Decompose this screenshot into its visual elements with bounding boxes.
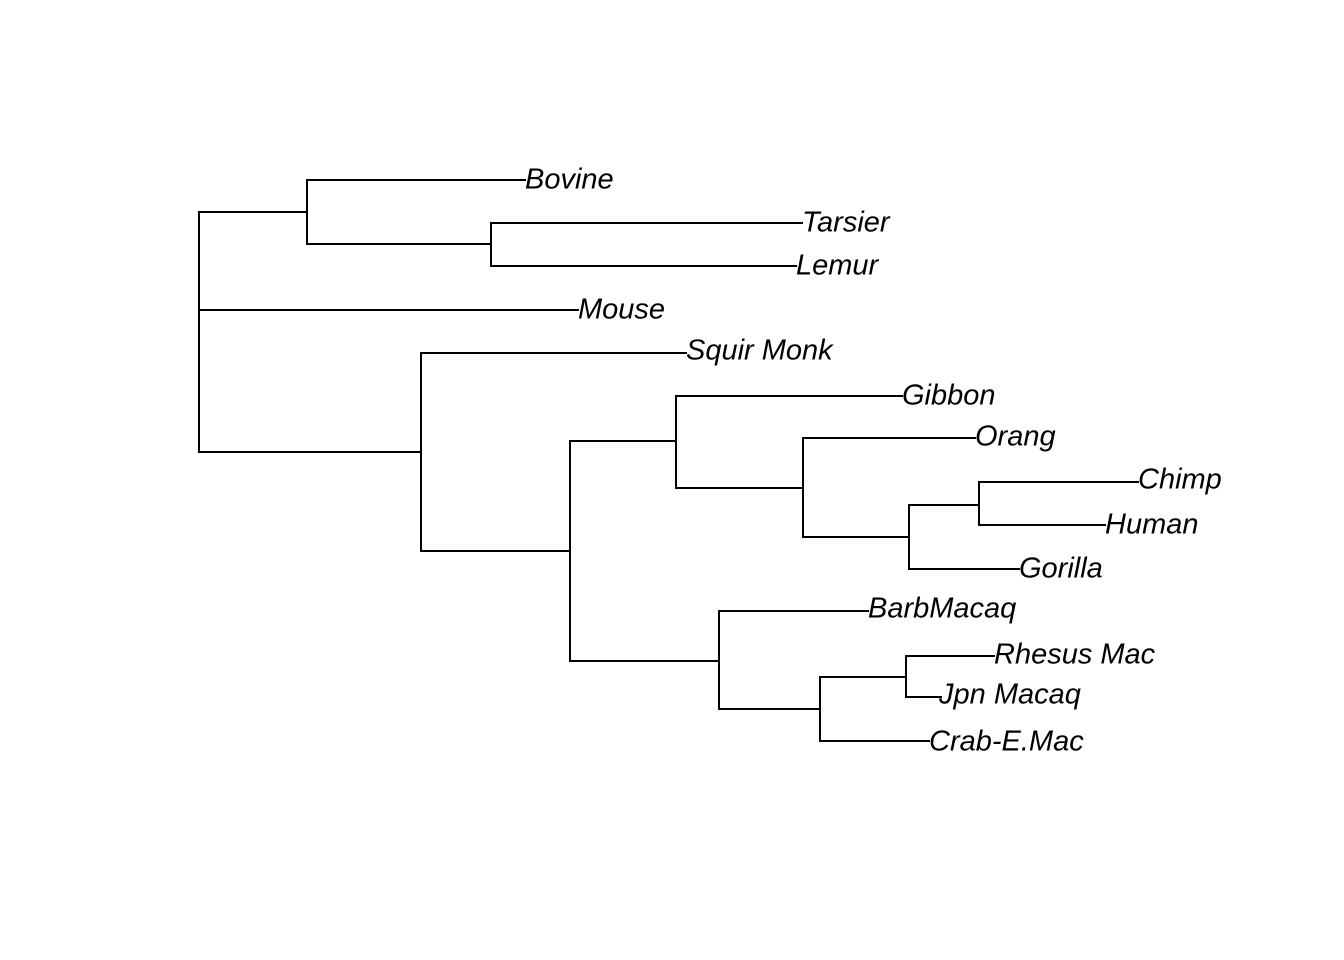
taxon-label-mouse: Mouse <box>578 294 665 326</box>
taxon-label-crab-e-mac: Crab-E.Mac <box>929 726 1084 758</box>
taxon-label-jpn-macaq: Jpn Macaq <box>938 679 1081 711</box>
taxon-label-human: Human <box>1105 509 1199 541</box>
taxon-label-barb-macaq: BarbMacaq <box>868 593 1016 625</box>
taxon-label-bovine: Bovine <box>525 164 614 196</box>
taxon-label-squir-monk: Squir Monk <box>686 335 834 367</box>
taxon-label-gorilla: Gorilla <box>1019 553 1103 585</box>
taxon-labels: Bovine Tarsier Lemur Mouse Squir Monk Gi… <box>525 164 1222 758</box>
taxon-label-lemur: Lemur <box>796 250 880 282</box>
tree-branches <box>198 179 1139 742</box>
taxon-label-orang: Orang <box>975 421 1056 453</box>
taxon-label-chimp: Chimp <box>1138 464 1222 496</box>
taxon-label-tarsier: Tarsier <box>802 207 891 239</box>
taxon-label-gibbon: Gibbon <box>902 380 996 412</box>
taxon-label-rhesus-mac: Rhesus Mac <box>994 639 1156 671</box>
